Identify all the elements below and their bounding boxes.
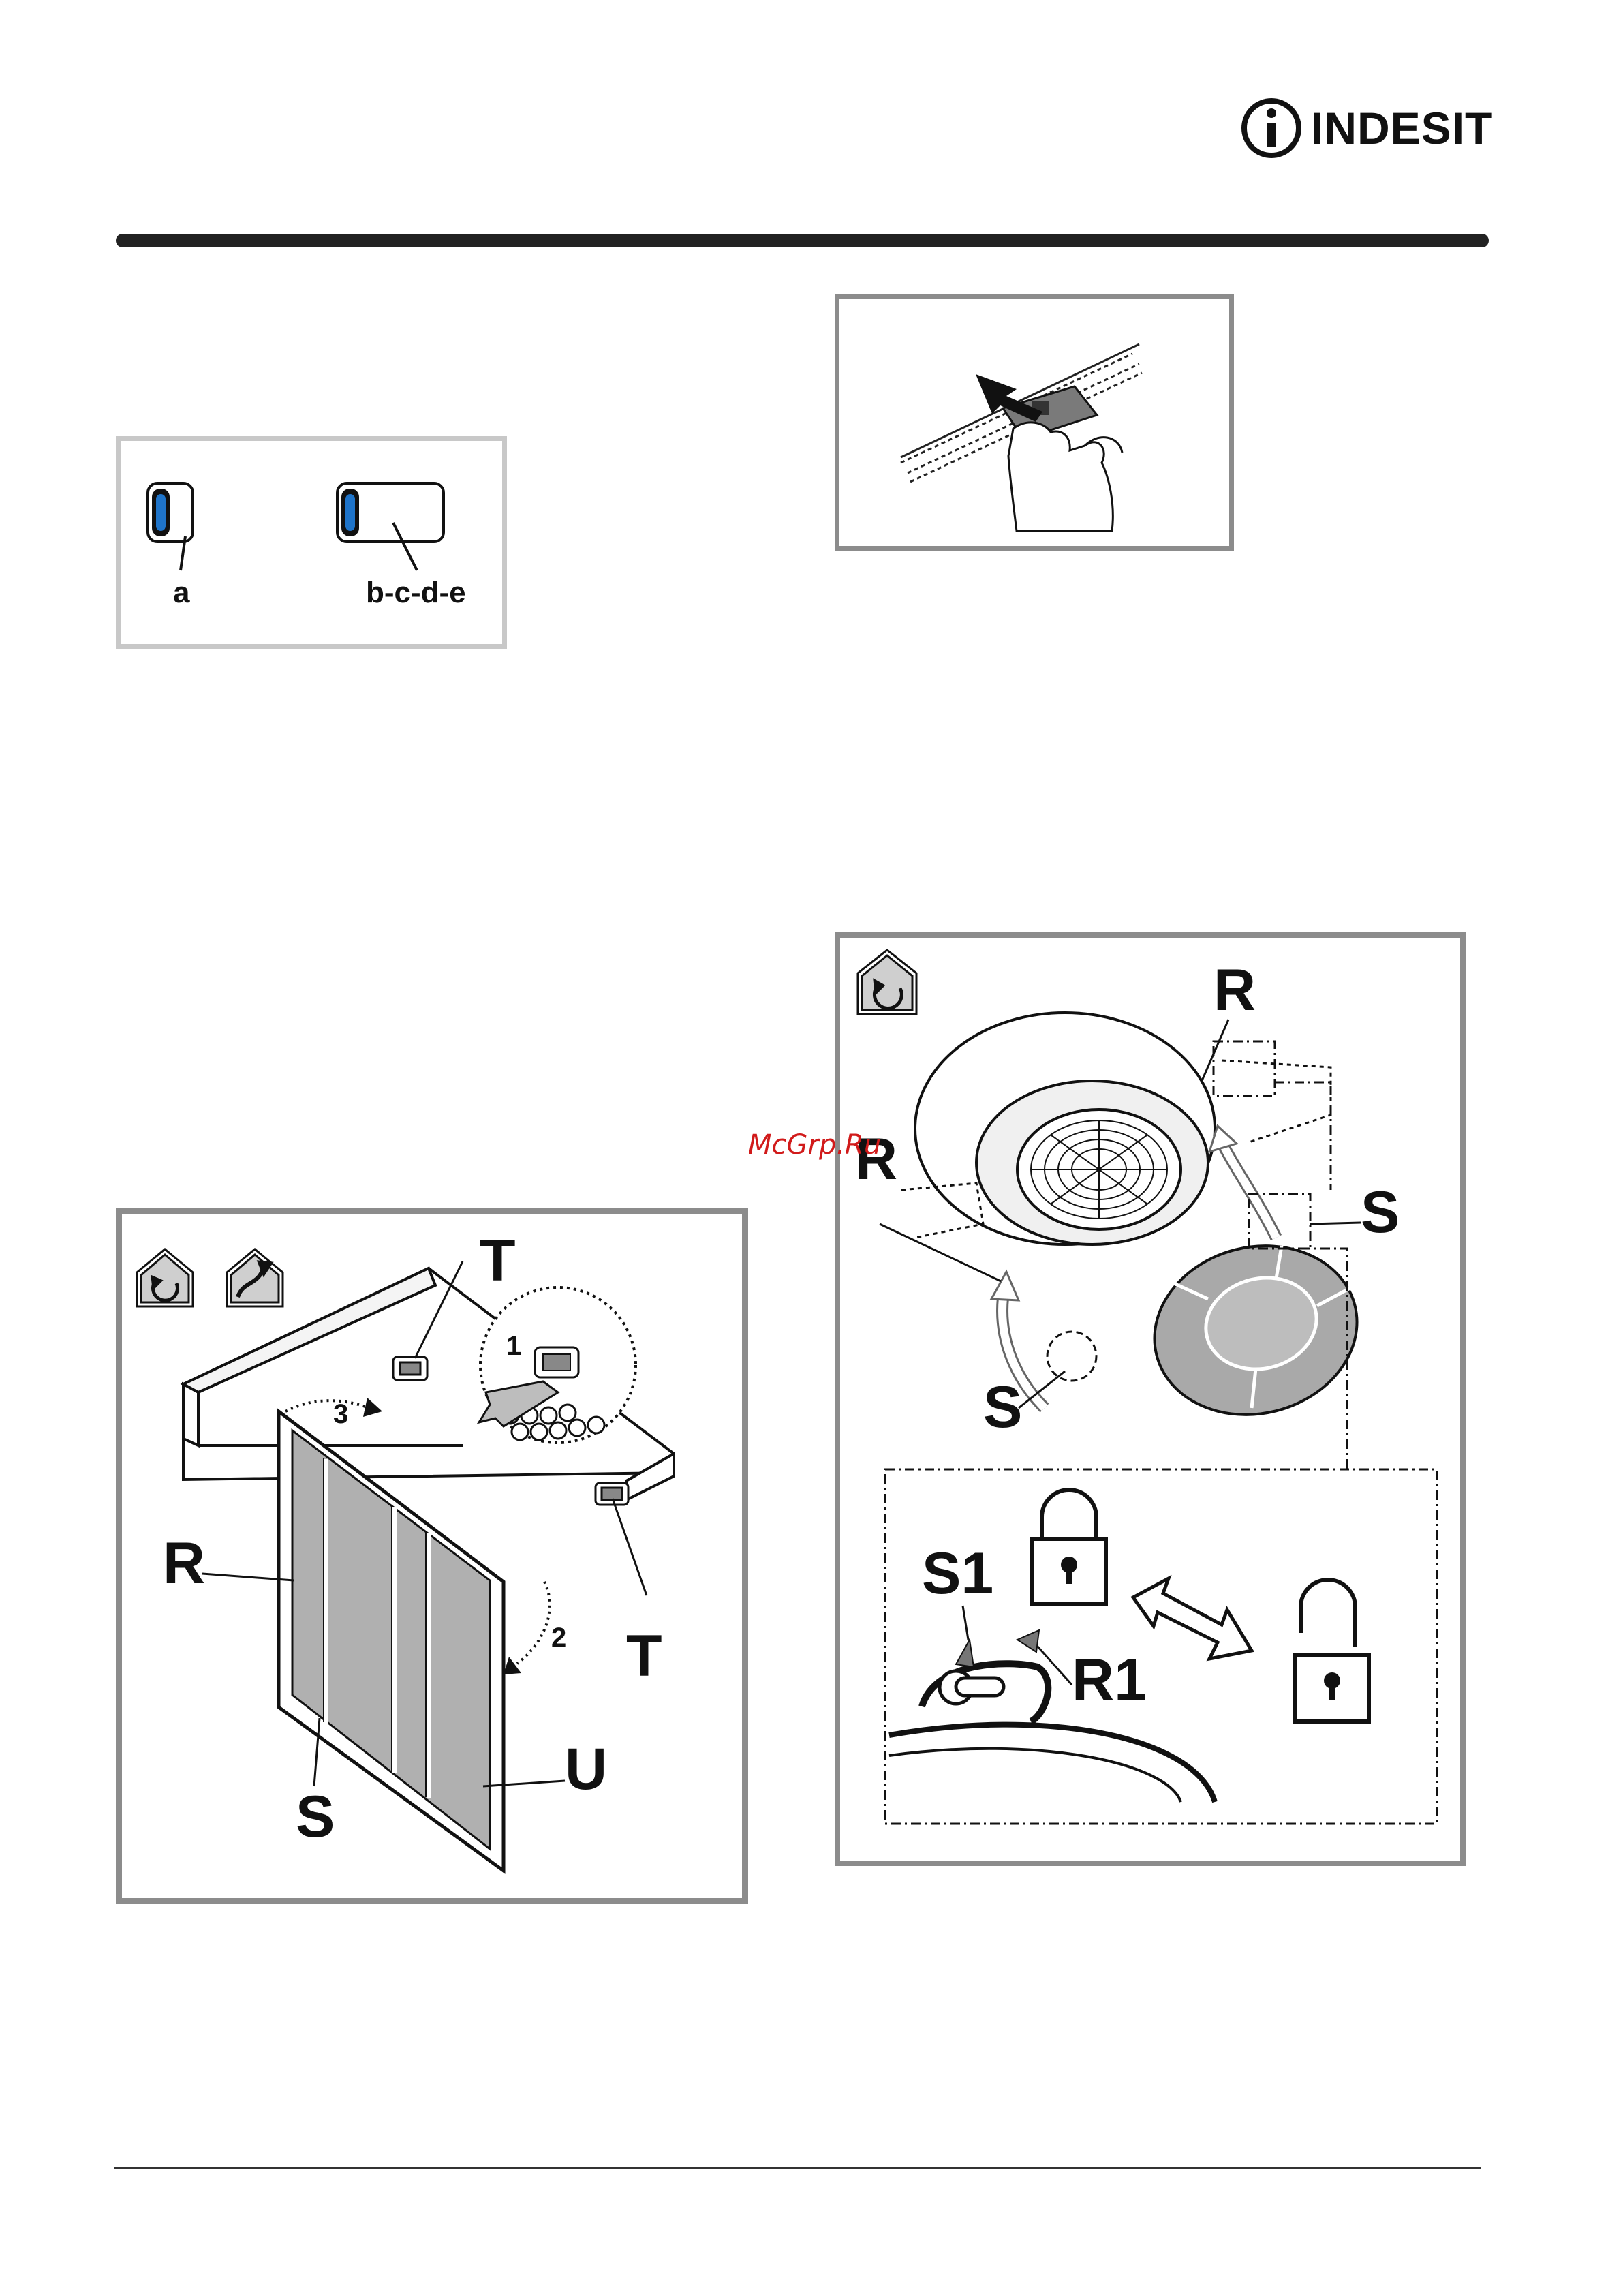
switch-label-bcde: b-c-d-e (366, 576, 466, 610)
carbon-label-R-top: R (1214, 957, 1256, 1024)
grease-step-2: 2 (551, 1623, 566, 1653)
brand-name: INDESIT (1311, 102, 1493, 154)
switch-b-slider-icon (345, 494, 355, 531)
brand-logo: INDESIT (1240, 94, 1485, 162)
grease-step-3: 3 (333, 1399, 348, 1430)
recirculation-house-icon (137, 1249, 193, 1306)
grease-label-U: U (565, 1736, 607, 1803)
switch-positions-figure: a b-c-d-e (116, 436, 507, 649)
watermark: McGrp.Ru (748, 1129, 881, 1161)
carbon-label-S-right: S (1361, 1179, 1400, 1246)
extraction-house-icon (227, 1249, 283, 1306)
footer-rule (114, 2167, 1481, 2169)
brand-logo-mark-icon (1240, 94, 1308, 162)
switch-a-slider-icon (156, 494, 166, 531)
header-rule (116, 234, 1489, 247)
grease-label-T-top: T (480, 1227, 516, 1295)
recirculation-house-icon (858, 950, 916, 1014)
motor-housing-shape (915, 1013, 1215, 1244)
light-push-figure (835, 294, 1234, 551)
grease-label-T-bottom: T (626, 1623, 662, 1690)
grease-filter-figure: T T R S U 1 2 3 (116, 1208, 748, 1904)
carbon-label-S1: S1 (922, 1540, 993, 1608)
grease-step-1: 1 (506, 1331, 521, 1362)
grease-label-S: S (296, 1784, 335, 1851)
carbon-label-S-bottom: S (983, 1374, 1022, 1441)
carbon-filter-figure: R R S S S1 R1 (835, 932, 1466, 1866)
carbon-filter-disc-shape (1137, 1225, 1375, 1435)
carbon-label-R1: R1 (1072, 1647, 1147, 1714)
grease-label-R: R (163, 1530, 205, 1597)
switch-label-a: a (173, 576, 189, 610)
